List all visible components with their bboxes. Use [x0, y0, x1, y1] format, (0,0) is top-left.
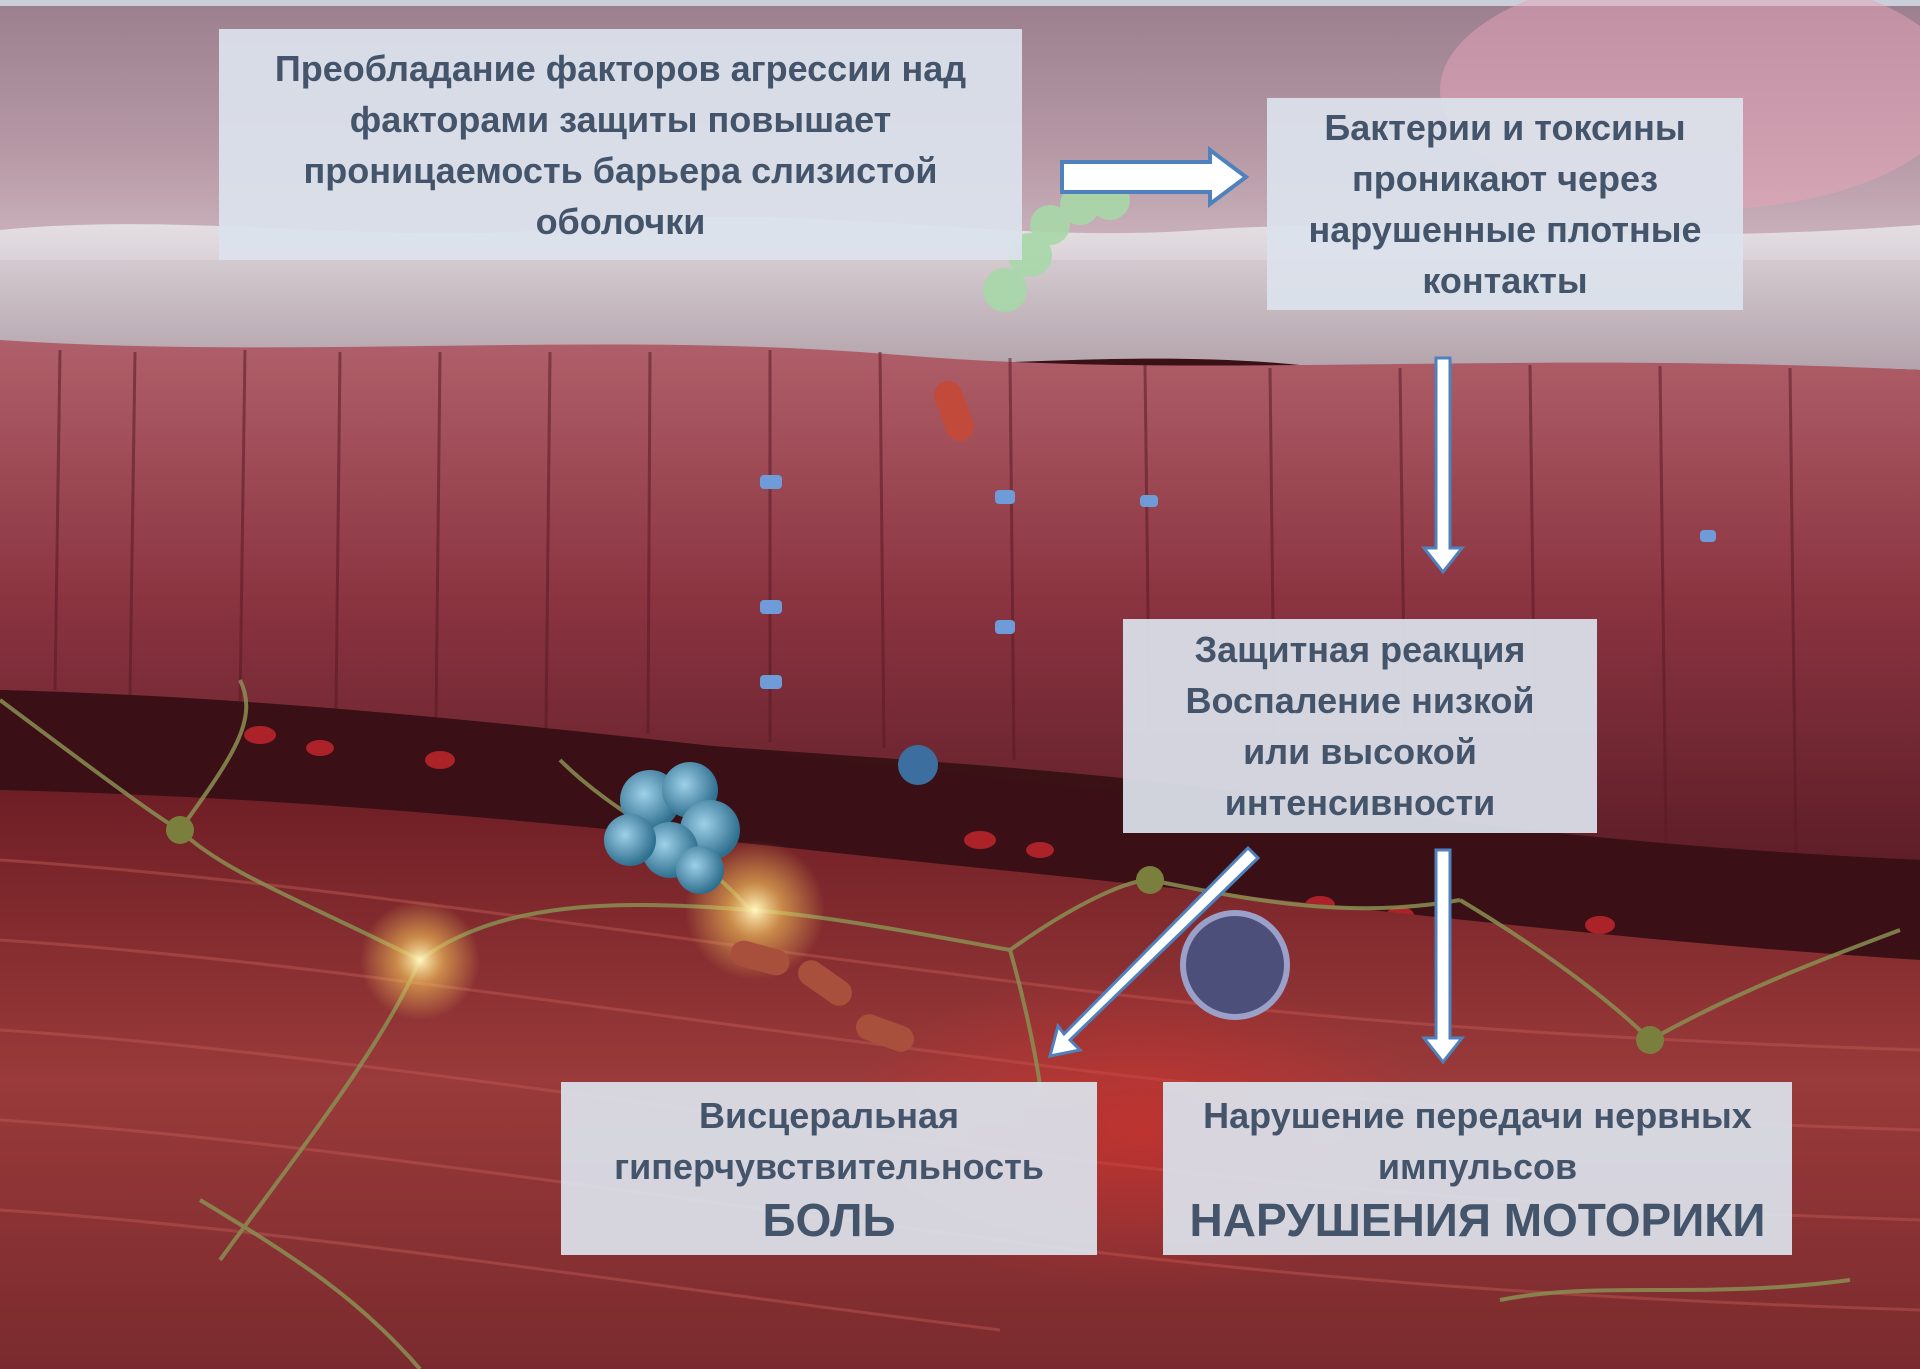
protective-reaction-box: Защитная реакция Воспаление низкой или в… [1123, 619, 1597, 833]
barrier-line: Преобладание факторов агрессии над [275, 43, 966, 94]
bacteria-penetration-box: Бактерии и токсины проникают через наруш… [1267, 98, 1743, 310]
motility-disorder-box: Нарушение передачи нервных импульсов НАР… [1163, 1082, 1792, 1255]
barrier-line: проницаемость барьера слизистой [304, 145, 938, 196]
pain-emphasis: БОЛЬ [762, 1192, 895, 1248]
visceral-pain-box: Висцеральная гиперчувствительность БОЛЬ [561, 1082, 1097, 1255]
macrophage [1183, 913, 1287, 1017]
bacteria-line: нарушенные плотные [1309, 204, 1702, 255]
barrier-line: оболочки [536, 196, 706, 247]
bacteria-line: Бактерии и токсины [1324, 102, 1685, 153]
dendritic-cell [898, 745, 938, 785]
reaction-line: Защитная реакция [1195, 624, 1526, 675]
motility-line: Нарушение передачи нервных [1203, 1090, 1752, 1141]
pain-line: гиперчувствительность [614, 1141, 1044, 1192]
motility-emphasis: НАРУШЕНИЯ МОТОРИКИ [1190, 1192, 1766, 1248]
activated-neuron-glow [360, 900, 480, 1020]
reaction-line: или высокой [1243, 726, 1477, 777]
pain-line: Висцеральная [699, 1090, 959, 1141]
neuron-body [166, 816, 194, 844]
reaction-line: Воспаление низкой [1185, 675, 1534, 726]
bacteria-line: проникают через [1352, 153, 1658, 204]
barrier-permeability-box: Преобладание факторов агрессии над факто… [219, 29, 1022, 260]
reaction-line: интенсивности [1225, 777, 1496, 828]
neuron-body [1136, 866, 1164, 894]
barrier-line: факторами защиты повышает [350, 94, 892, 145]
motility-line: импульсов [1378, 1141, 1577, 1192]
bacteria-line: контакты [1422, 255, 1587, 306]
neuron-body [1636, 1026, 1664, 1054]
